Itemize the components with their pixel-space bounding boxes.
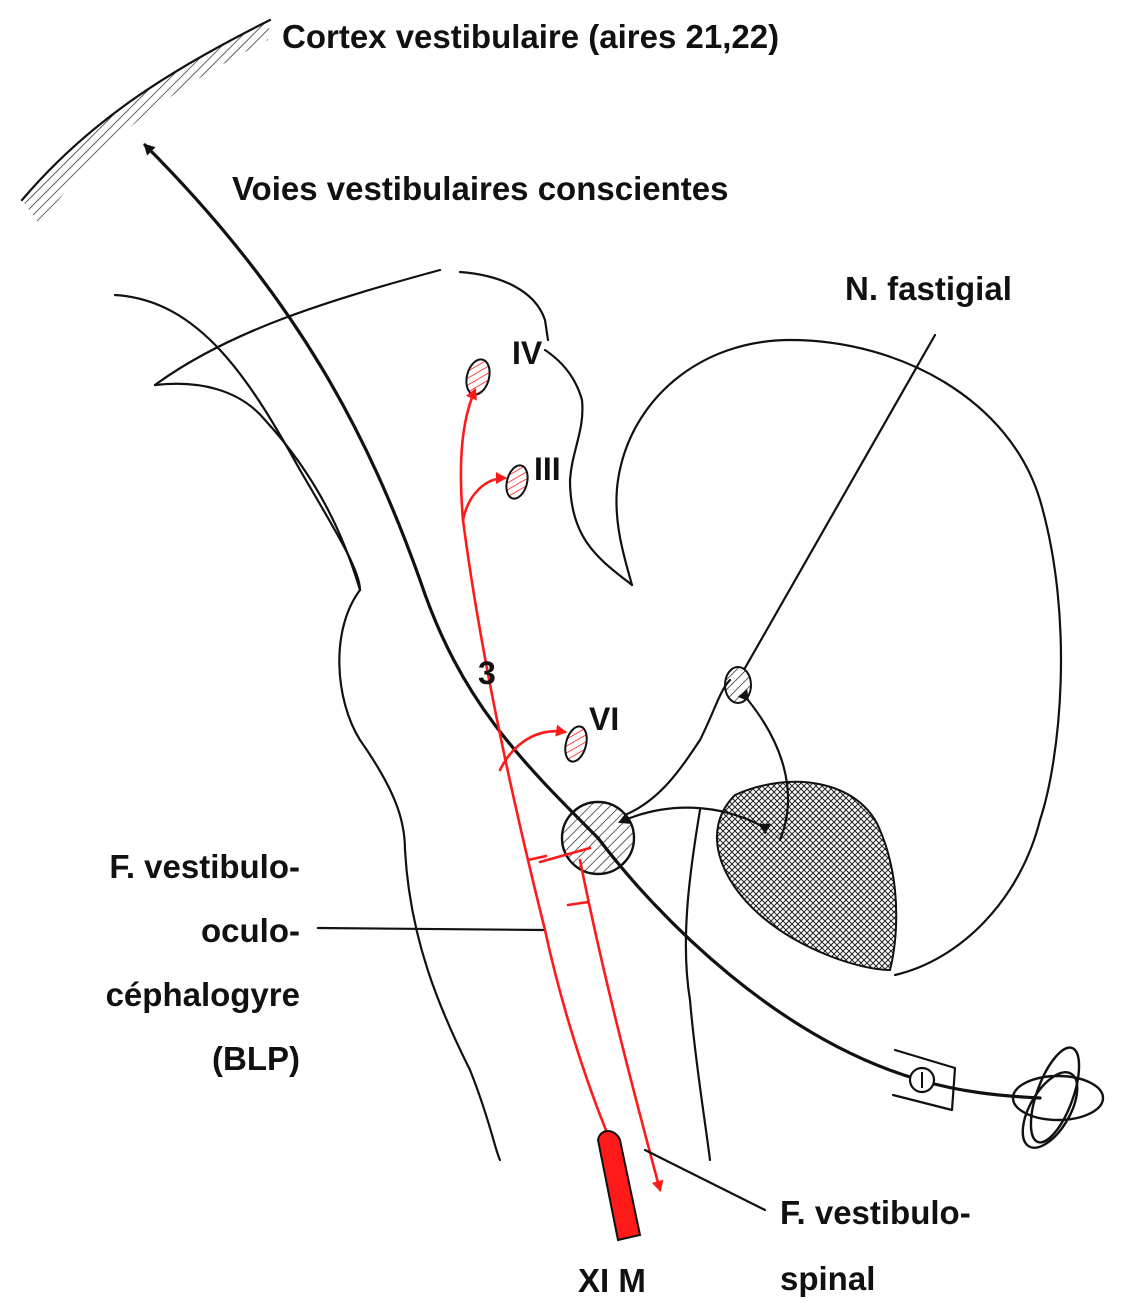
nucleus-iii xyxy=(503,463,531,501)
vestibular-ganglion-icon xyxy=(893,1050,955,1110)
xi-m-nerve xyxy=(598,1131,640,1240)
blp-label-line2: oculo- xyxy=(201,912,300,949)
xim-label: XI M xyxy=(578,1262,646,1299)
nucleus-vi xyxy=(562,724,591,764)
voies-label: Voies vestibulaires conscientes xyxy=(232,170,728,207)
fastigial-connection xyxy=(625,680,730,815)
vs-label-line2: spinal xyxy=(780,1260,875,1297)
vs-label-line1: F. vestibulo- xyxy=(780,1194,971,1231)
blp-leader xyxy=(318,928,543,930)
cerebellar-nucleus xyxy=(717,782,896,970)
blp-label-line3: céphalogyre xyxy=(106,976,300,1013)
fastigial-label: N. fastigial xyxy=(845,270,1012,307)
nucleus-iv xyxy=(463,357,494,397)
blp-label-line1: F. vestibulo- xyxy=(109,848,300,885)
brainstem-outline xyxy=(115,270,1061,1160)
blp-label-line4: (BLP) xyxy=(212,1040,300,1077)
label-three: 3 xyxy=(478,655,496,691)
labyrinth-icon xyxy=(1012,1042,1103,1157)
blp-pathway xyxy=(461,390,620,1190)
vs-leader xyxy=(645,1150,765,1210)
label-iii: III xyxy=(534,451,561,487)
label-vi: VI xyxy=(589,701,619,737)
cortex-label: Cortex vestibulaire (aires 21,22) xyxy=(282,18,779,55)
label-iv: IV xyxy=(512,335,543,371)
conscious-pathway-line xyxy=(145,145,598,838)
fastigial-leader xyxy=(745,335,935,668)
fastigial-nucleus xyxy=(725,667,751,703)
